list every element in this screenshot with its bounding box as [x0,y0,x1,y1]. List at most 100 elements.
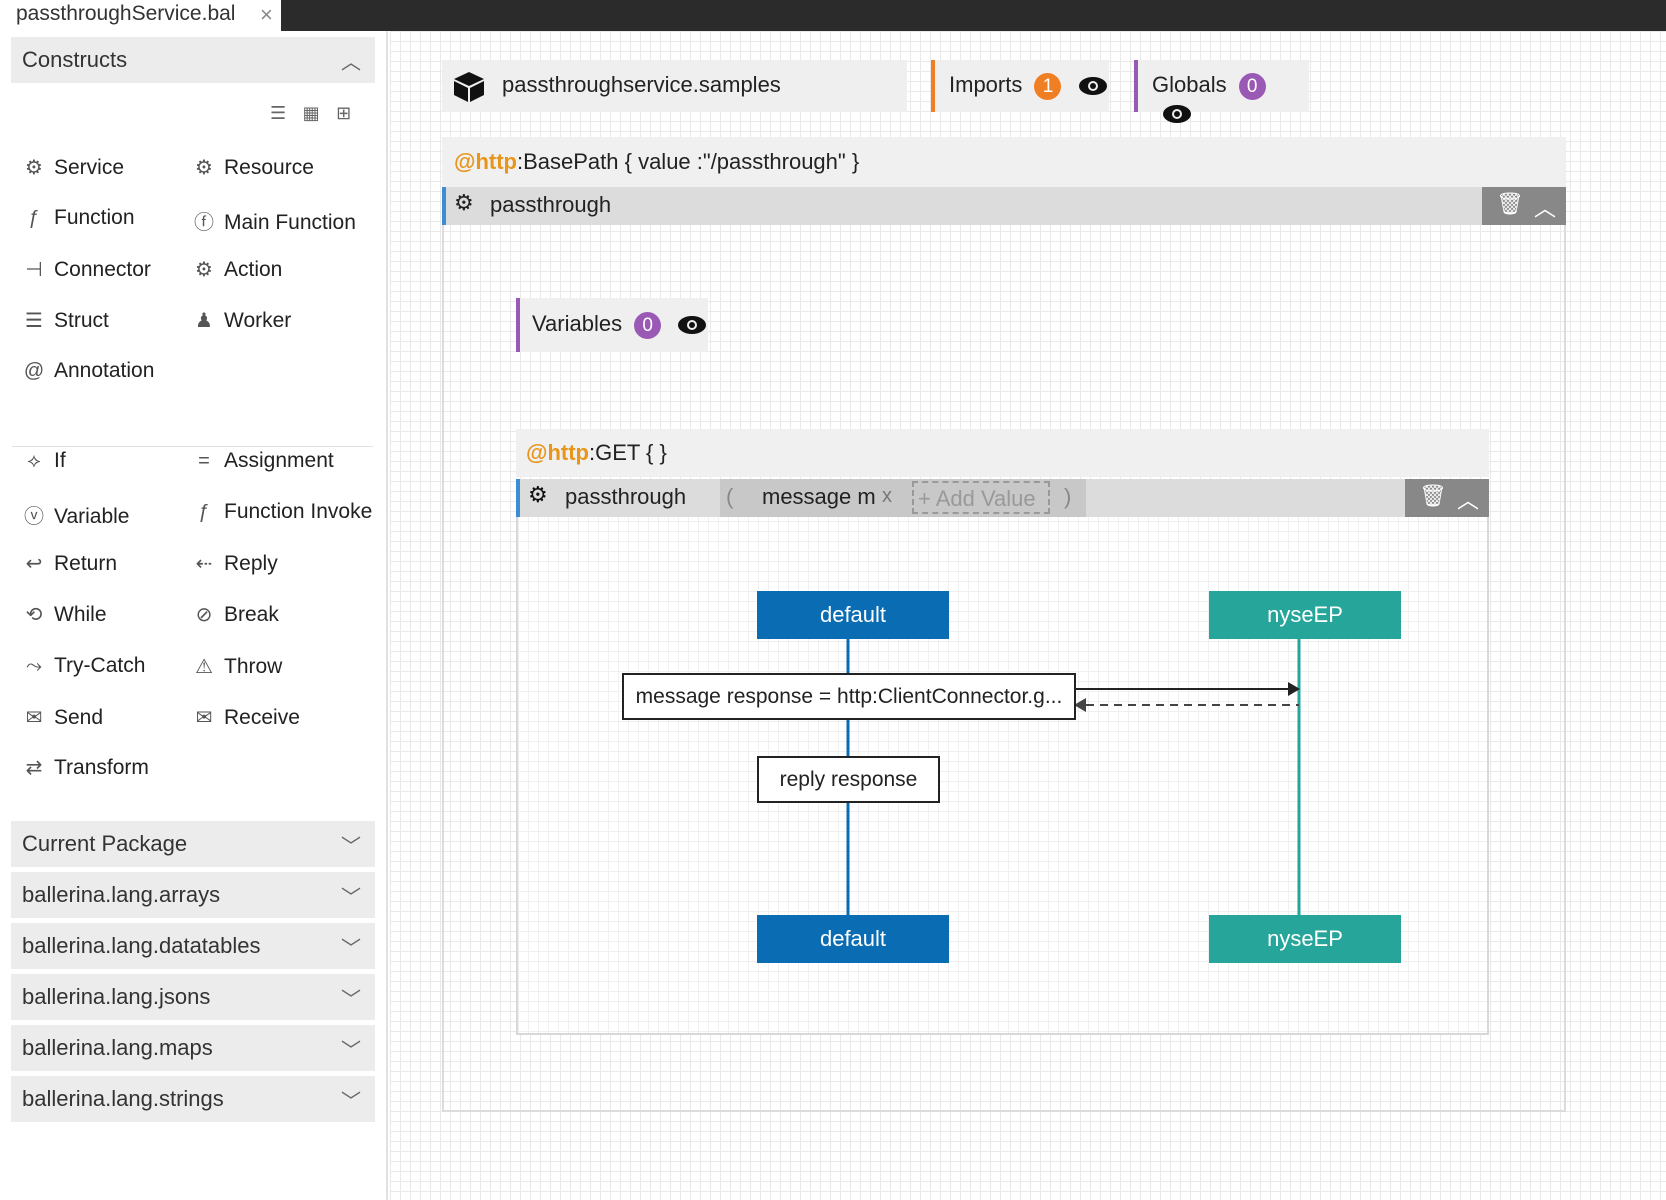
grid-view-icon[interactable]: ▦ [302,103,320,123]
package-panel-header[interactable]: ballerina.lang.datatables﹀ [11,923,375,969]
palette-tool-return[interactable]: ↩Return [20,551,117,576]
package-panel-header[interactable]: ballerina.lang.jsons﹀ [11,974,375,1020]
palette-tool-service[interactable]: ⚙ Service [20,155,124,180]
throw-icon: ⚠ [195,656,213,678]
imports-box[interactable]: Imports 1 [931,60,1109,112]
action-icon: ⚙ [195,259,213,281]
editor-tab-bar: passthroughService.bal × [0,0,1666,31]
palette-tool-struct[interactable]: ☰Struct [20,308,109,333]
palette-tool-label: Break [224,603,279,626]
delete-resource-icon[interactable]: 🗑 [1419,483,1447,508]
chevron-down-icon[interactable]: ﹀ [341,887,361,909]
variables-box[interactable]: Variables 0 [516,298,708,352]
palette-tool-action[interactable]: ⚙Action [190,257,282,282]
service-annotation-body: :BasePath { value :"/passthrough" } [516,149,860,174]
palette-tool-worker[interactable]: ♟Worker [190,308,291,333]
close-tab-icon[interactable]: × [260,2,273,27]
package-name-label: ballerina.lang.maps [22,1035,213,1060]
chevron-down-icon[interactable]: ﹀ [341,938,361,960]
palette-tool-receive[interactable]: ✉ Receive [190,705,300,730]
chevron-up-icon[interactable]: ︿ [341,52,361,74]
palette-tool-label: Transform [54,756,149,779]
list-view-icon[interactable]: ☰ [270,103,287,123]
resource-annotation[interactable]: @http:GET { } [516,429,1489,477]
variables-eye-icon[interactable] [677,315,707,335]
service-icon: ⚙ [454,190,474,215]
receive-icon: ✉ [195,707,213,729]
palette-tool-if[interactable]: ⟡If [20,449,65,473]
palette-tool-label: Variable [54,505,130,528]
break-icon: ⊘ [195,604,213,626]
resource-name: passthrough [565,484,687,509]
param-value: message m [762,484,876,509]
file-tab[interactable]: passthroughService.bal × [0,0,281,31]
package-cube-icon [454,72,484,102]
palette-tool-label: Try-Catch [54,654,146,677]
resource-header[interactable]: ⚙ passthrough ( message m x + Add Value … [516,479,1489,517]
palette-tool-label: Service [54,156,125,179]
palette-tool-assignment[interactable]: =Assignment [190,449,334,473]
while-icon: ⟲ [25,604,43,626]
palette-tool-transform[interactable]: ⇄Transform [20,755,149,780]
reply-statement[interactable]: reply response [757,756,940,803]
palette-tool-while[interactable]: ⟲ While [20,602,107,627]
palette-tool-label: Reply [224,552,278,575]
file-tab-title: passthroughService.bal [16,2,236,25]
service-annotation-name: @http [454,149,517,174]
palette-tool-throw[interactable]: ⚠Throw [190,654,282,679]
palette-tool-label: Assignment [224,449,334,472]
delete-service-icon[interactable]: 🗑 [1496,191,1524,216]
endpoint-lifeline-bottom[interactable]: nyseEP [1209,915,1401,963]
service-annotation[interactable]: @http:BasePath { value :"/passthrough" } [442,137,1566,187]
package-panel-header[interactable]: ballerina.lang.arrays﹀ [11,872,375,918]
sequence-lines [846,636,1301,915]
palette-tool-label: Function Invoke [224,500,373,523]
palette-tool-send[interactable]: ✉Send [20,705,103,730]
endpoint-lifeline-top[interactable]: nyseEP [1209,591,1401,639]
add-value-button[interactable]: + Add Value [912,481,1050,514]
collapse-service-icon[interactable]: ︿ [1534,196,1557,221]
service-name: passthrough [490,192,612,217]
constructs-panel-header[interactable]: Constructs ︿ [11,37,375,83]
palette-tool-label: Connector [54,258,151,281]
constructs-header-label: Constructs [22,47,128,72]
chevron-down-icon[interactable]: ﹀ [341,1091,361,1113]
chevron-down-icon[interactable]: ﹀ [341,1040,361,1062]
palette-tool-connector[interactable]: ⊣Connector [20,257,151,282]
package-name-label: Current Package [22,831,188,856]
palette-tool-resource[interactable]: ⚙Resource [190,155,314,180]
service-header[interactable]: ⚙ passthrough 🗑 ︿ [442,187,1566,225]
chevron-down-icon[interactable]: ﹀ [341,989,361,1011]
package-panel-header[interactable]: ballerina.lang.maps ﹀ [11,1025,375,1071]
palette-tool-reply[interactable]: ⇠Reply [190,551,278,576]
globals-eye-icon[interactable] [1162,104,1192,124]
package-name-label: ballerina.lang.strings [22,1086,224,1111]
palette-tool-annotation[interactable]: @Annotation [20,359,155,383]
chevron-down-icon[interactable]: ﹀ [341,836,361,858]
design-canvas[interactable]: passthroughservice.samples Imports 1 Glo… [390,31,1666,1200]
if-icon: ⟡ [27,450,41,472]
package-declaration[interactable]: passthroughservice.samples [442,60,907,112]
package-panel-header[interactable]: ballerina.lang.strings ﹀ [11,1076,375,1122]
globals-box[interactable]: Globals 0 [1134,60,1309,123]
default-lifeline-top[interactable]: default [757,591,949,639]
palette-tool-try-catch[interactable]: ⤳Try-Catch [20,654,145,678]
package-panel-header[interactable]: Current Package ﹀ [11,821,375,867]
resource-annotation-body: :GET { } [588,440,667,465]
palette-tool-label: While [54,603,107,626]
resource-icon: ⚙ [195,157,213,179]
remove-param-icon[interactable]: x [882,485,892,507]
palette-tool-label: Receive [224,706,300,729]
small-grid-view-icon[interactable]: ⊞ [336,103,352,123]
collapse-resource-icon[interactable]: ︿ [1457,488,1480,513]
imports-eye-icon[interactable] [1078,76,1108,96]
service-icon: ⚙ [25,157,43,179]
palette-tool-break[interactable]: ⊘ Break [190,602,279,627]
connector-action-statement[interactable]: message response = http:ClientConnector.… [622,673,1076,720]
struct-icon: ☰ [25,310,43,332]
default-lifeline-bottom[interactable]: default [757,915,949,963]
